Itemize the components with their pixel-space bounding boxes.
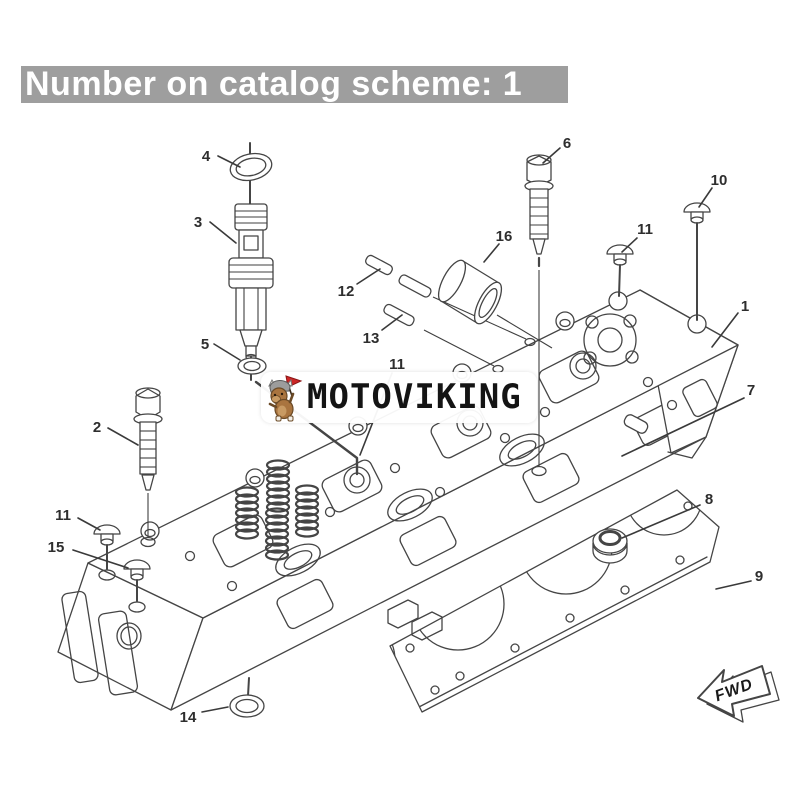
dowel-pins-12: [365, 254, 536, 347]
head-bolt-6: [524, 154, 554, 477]
cylinder-head: [57, 289, 739, 711]
head-bolt-2: [133, 387, 163, 548]
callout-label: 12: [338, 283, 355, 300]
callout-label: 11: [637, 221, 653, 238]
watermark: MOTOVIKING: [261, 372, 537, 423]
callout-label: 11: [55, 507, 71, 524]
callout-label: 15: [48, 539, 65, 556]
callout-label: 11: [389, 356, 405, 373]
callout-label: 14: [180, 709, 197, 726]
fwd-arrow: FWD: [697, 665, 780, 723]
callout-labels: 4 3 5 2 11 15 14 6 16 12 13 11 10 11 1 7…: [48, 135, 764, 726]
callout-label: 5: [201, 336, 209, 353]
plug-15: [123, 559, 151, 613]
callout-label: 1: [741, 298, 749, 315]
o-ring-4: [229, 152, 273, 182]
page-title: Number on catalog scheme: 1: [21, 66, 568, 103]
callout-label: 3: [194, 214, 202, 231]
callout-label: 2: [93, 419, 101, 436]
plug-10: [683, 202, 711, 321]
callout-label: 6: [563, 135, 571, 152]
callout-label: 13: [363, 330, 380, 347]
viking-dog-mascot-icon: [268, 374, 303, 421]
callout-label: 8: [705, 491, 713, 508]
seal-washer-5: [237, 356, 267, 381]
plug-11-right: [606, 244, 634, 297]
cup-plug-8: [592, 528, 628, 564]
callout-label: 4: [202, 148, 211, 165]
callout-label: 7: [747, 382, 755, 399]
front-face-blocks: [387, 599, 443, 641]
dowel-7: [623, 414, 649, 434]
injector-sleeve-3: [228, 203, 274, 361]
watermark-brand: MOTOVIKING: [307, 377, 522, 417]
callout-label: 9: [755, 568, 763, 585]
plug-11-left: [93, 524, 121, 581]
o-ring-14: [229, 677, 265, 718]
callout-label: 10: [711, 172, 728, 189]
callout-label: 16: [496, 228, 513, 245]
bushing-16: [437, 259, 553, 349]
injector-sleeve-group: [228, 142, 359, 476]
